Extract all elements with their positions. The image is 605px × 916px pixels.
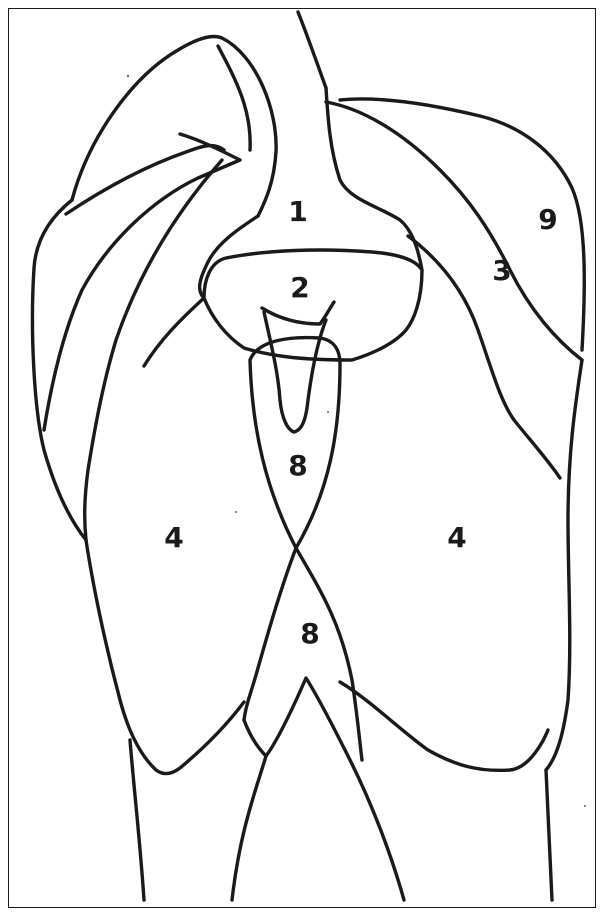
region-8-upper-outline [250,338,340,548]
left-wing-outer [32,200,86,540]
left-torso-inner [144,262,208,366]
region-label-3: 3 [492,257,511,285]
left-leg-outer [130,740,144,900]
right-torso-lower [340,682,548,770]
speck [327,411,329,413]
speck [235,511,237,513]
left-wing-inner-2 [44,134,240,430]
right-leg-inner [350,760,404,900]
neck-line-top [298,12,326,88]
left-leg-inner [232,756,266,900]
region-label-8-lower: 8 [300,620,319,648]
region-2-outline [204,250,422,360]
spine-notch [262,302,334,324]
region-label-1: 1 [288,198,307,226]
head-inner-contour [218,46,250,150]
region-label-4-right: 4 [447,524,466,552]
tail-peak [244,678,350,760]
spine-notch-body [264,312,326,432]
region-label-8-upper: 8 [288,452,307,480]
region-label-9: 9 [538,206,557,234]
left-torso-outer [86,540,244,774]
right-leg-outer [546,770,552,900]
speck [584,805,586,807]
right-torso-outer [546,360,582,770]
right-region-3-lower [408,236,560,478]
region-8-lower-outline [296,548,362,760]
region-label-4-left: 4 [164,524,183,552]
head-left-contour [72,37,276,217]
region-label-2: 2 [290,274,309,302]
head-right-contour [326,88,422,270]
region-8-lower-left [244,548,296,720]
speck [127,75,129,77]
